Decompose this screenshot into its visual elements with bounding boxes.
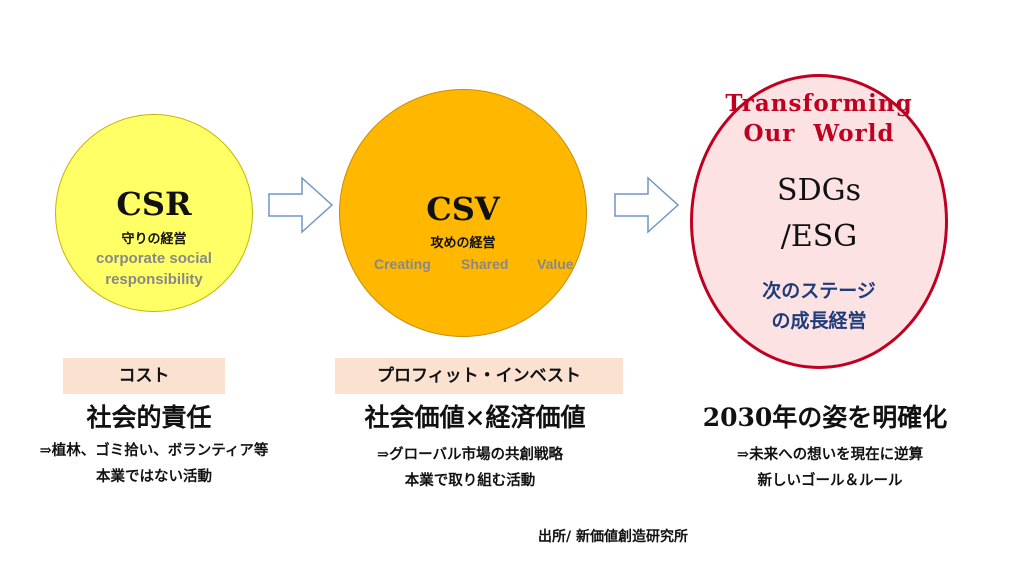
csr-label-box: コスト bbox=[63, 358, 225, 394]
csr-english-line1: corporate social bbox=[96, 250, 212, 267]
csv-subtitle: 攻めの経営 bbox=[430, 236, 496, 251]
sdgs-tagline-line1: Transforming bbox=[725, 90, 913, 117]
sdgs-title-line1: SDGs bbox=[777, 173, 861, 208]
csr-headline: 社会的責任 bbox=[86, 403, 212, 432]
csr-desc-line2: 本業ではない活動 bbox=[96, 468, 212, 485]
arrow-right-icon bbox=[268, 176, 334, 234]
arrow-right-icon bbox=[614, 176, 680, 234]
sdgs-subtitle-line1: 次のステージ bbox=[762, 280, 876, 302]
csr-title: CSR bbox=[116, 185, 192, 223]
csv-english-value: Value bbox=[537, 256, 574, 272]
csv-english-shared: Shared bbox=[461, 256, 509, 272]
sdgs-desc-line1: ⇒未来への想いを現在に逆算 bbox=[736, 446, 924, 463]
sdgs-title-line2: /ESG bbox=[780, 219, 858, 254]
csr-subtitle: 守りの経営 bbox=[121, 232, 187, 247]
csr-english-line2: responsibility bbox=[105, 271, 203, 288]
sdgs-oval bbox=[690, 74, 948, 369]
csr-circle bbox=[55, 114, 253, 312]
sdgs-tagline-line2: Our World bbox=[743, 120, 895, 147]
csv-english-creating: Creating bbox=[374, 256, 431, 272]
sdgs-headline: 2030年の姿を明確化 bbox=[702, 403, 948, 432]
csv-title: CSV bbox=[426, 190, 500, 228]
csv-label-box: プロフィット・インベスト bbox=[335, 358, 623, 394]
csv-desc-line1: ⇒グローバル市場の共創戦略 bbox=[376, 446, 563, 463]
csr-desc-line1: ⇒植林、ゴミ拾い、ボランティア等 bbox=[39, 442, 269, 459]
source-credit: 出所/ 新価値創造研究所 bbox=[538, 529, 688, 545]
sdgs-subtitle-line2: の成長経営 bbox=[771, 310, 867, 332]
csv-headline: 社会価値×経済価値 bbox=[364, 403, 586, 432]
sdgs-desc-line2: 新しいゴール＆ルール bbox=[757, 472, 903, 489]
csv-circle bbox=[339, 89, 587, 337]
csv-desc-line2: 本業で取り組む活動 bbox=[404, 472, 536, 489]
